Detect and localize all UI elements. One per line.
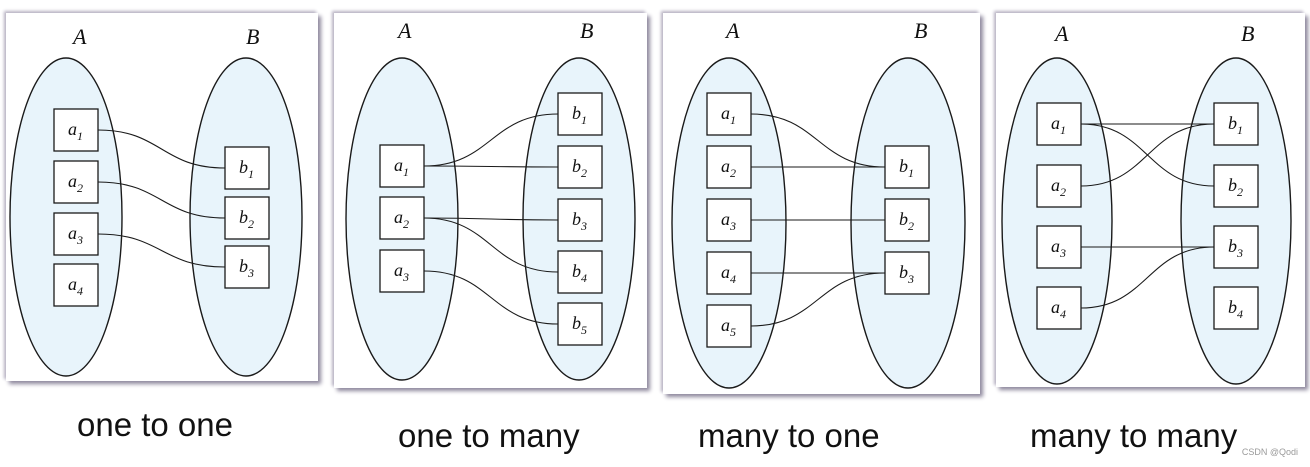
set-b-label: B: [1241, 21, 1254, 46]
set-b-element-1: b1: [884, 145, 930, 189]
set-a-element-3: a3: [1036, 225, 1082, 269]
mapping-line: [423, 113, 559, 167]
mapping-diagram-svg: A Ba1 a2 a3 b1 b2 b3 b4 b5: [345, 18, 636, 381]
set-b-element-3: b3: [224, 245, 270, 289]
set-b-element-3: b3: [557, 198, 603, 242]
set-b-label: B: [914, 18, 927, 43]
mapping-diagram-svg: A Ba1 a2 a3 a4 a5 b1 b2 b3: [671, 18, 966, 389]
mapping-line: [1080, 123, 1215, 187]
set-a-element-3: a3: [53, 212, 99, 256]
set-b-element-1: b1: [557, 92, 603, 136]
set-b-label: B: [580, 18, 593, 43]
set-b-ellipse: [1180, 57, 1292, 385]
mapping-diagram-svg: A Ba1 a2 a3 a4 b1 b2 b3: [9, 24, 303, 377]
set-a-element-4: a4: [706, 251, 752, 295]
set-b-element-1: b1: [1213, 102, 1259, 146]
caption-one-to-one: one to one: [77, 406, 233, 443]
mapping-line: [97, 233, 226, 268]
set-a-element-2: a2: [1036, 164, 1082, 208]
set-a-ellipse: [1001, 57, 1113, 385]
set-b-element-4: b4: [557, 250, 603, 294]
set-a-element-4: a4: [53, 263, 99, 307]
mapping-line: [423, 270, 559, 325]
mapping-line: [423, 165, 559, 168]
set-b-element-5: b5: [557, 302, 603, 346]
set-a-element-2: a2: [379, 196, 425, 240]
caption-one-to-many: one to many: [398, 417, 580, 454]
set-a-element-1: a1: [379, 144, 425, 188]
set-a-label: A: [71, 24, 87, 49]
set-a-label: A: [724, 18, 740, 43]
set-b-element-2: b2: [884, 198, 930, 242]
mapping-line: [97, 181, 226, 219]
set-a-element-4: a4: [1036, 286, 1082, 330]
mapping-line: [1080, 246, 1215, 309]
set-a-element-3: a3: [379, 249, 425, 293]
caption-many-to-one: many to one: [698, 417, 880, 454]
set-a-element-2: a2: [53, 160, 99, 204]
set-b-element-3: b3: [1213, 225, 1259, 269]
set-a-element-1: a1: [1036, 102, 1082, 146]
watermark: CSDN @Qodi: [1241, 447, 1298, 457]
mapping-line: [423, 217, 559, 221]
set-b-element-2: b2: [557, 145, 603, 189]
mapping-line: [97, 129, 226, 169]
mapping-line: [750, 272, 886, 327]
set-b-label: B: [246, 24, 259, 49]
set-b-element-1: b1: [224, 146, 270, 190]
set-a-label: A: [396, 18, 412, 43]
set-a-element-1: a1: [53, 108, 99, 152]
set-a-label: A: [1053, 21, 1069, 46]
mapping-line: [750, 113, 886, 168]
caption-many-to-many: many to many: [1030, 417, 1238, 454]
mapping-diagram-svg: A Ba1 a2 a3 a4 b1 b2 b3 b4: [1001, 21, 1292, 385]
set-a-element-2: a2: [706, 145, 752, 189]
set-b-element-2: b2: [1213, 164, 1259, 208]
set-b-element-4: b4: [1213, 286, 1259, 330]
set-a-element-5: a5: [706, 304, 752, 348]
set-a-element-1: a1: [706, 92, 752, 136]
set-b-element-2: b2: [224, 196, 270, 240]
mapping-line: [423, 217, 559, 273]
set-b-element-3: b3: [884, 251, 930, 295]
set-a-element-3: a3: [706, 198, 752, 242]
